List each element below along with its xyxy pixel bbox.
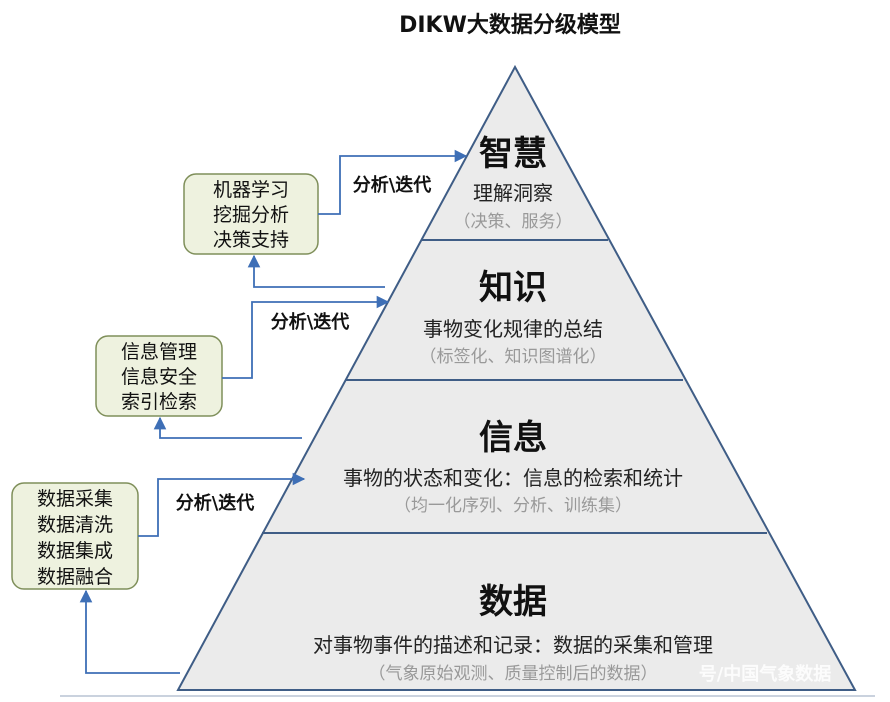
pyramid <box>176 64 857 691</box>
level-wisdom-sub: （决策、服务） <box>454 212 573 232</box>
diagram-title: DIKW大数据分级模型 <box>399 12 621 38</box>
level-data-desc: 对事物事件的描述和记录：数据的采集和管理 <box>313 633 713 657</box>
box-top-line-2: 挖掘分析 <box>213 204 289 226</box>
level-information-title: 信息 <box>479 418 547 458</box>
box-bottom-line-1: 数据采集 <box>37 488 113 510</box>
box-middle-line-2: 信息安全 <box>121 366 197 388</box>
box-middle-line-3: 索引检索 <box>121 391 197 413</box>
level-knowledge-sub: （标签化、知识图谱化） <box>420 347 607 367</box>
arrow-knowledge-to-top-box <box>247 254 385 288</box>
arrow-label-middle: 分析\迭代 <box>271 311 350 333</box>
level-information-sub: （均一化序列、分析、训练集） <box>394 496 632 516</box>
box-bottom-line-4: 数据融合 <box>37 566 113 588</box>
level-data-title: 数据 <box>479 582 547 622</box>
box-middle <box>95 335 223 417</box>
arrow-label-bottom: 分析\迭代 <box>176 492 255 514</box>
arrow-data-to-bottom-box <box>79 589 180 674</box>
box-top-line-3: 决策支持 <box>213 229 289 251</box>
arrow-information-to-middle-box <box>153 416 302 439</box>
level-wisdom-title: 智慧 <box>479 134 547 174</box>
arrow-bottom-to-information <box>138 472 306 537</box>
box-bottom-line-2: 数据清洗 <box>37 514 113 536</box>
box-bottom-line-3: 数据集成 <box>37 540 113 562</box>
level-knowledge-desc: 事物变化规律的总结 <box>423 317 603 341</box>
level-knowledge-title: 知识 <box>479 268 547 308</box>
box-middle-line-1: 信息管理 <box>121 341 197 363</box>
level-data-sub: （气象原始观测、质量控制后的数据） <box>369 664 658 684</box>
arrow-label-top: 分析\迭代 <box>353 174 432 196</box>
watermark: 号/中国气象数据 <box>699 663 832 685</box>
level-information-desc: 事物的状态和变化：信息的检索和统计 <box>343 466 683 490</box>
arrow-top-to-wisdom <box>318 149 468 215</box>
arrow-middle-to-knowledge <box>222 295 390 379</box>
box-top-line-1: 机器学习 <box>213 179 289 201</box>
level-wisdom-desc: 理解洞察 <box>473 181 553 205</box>
